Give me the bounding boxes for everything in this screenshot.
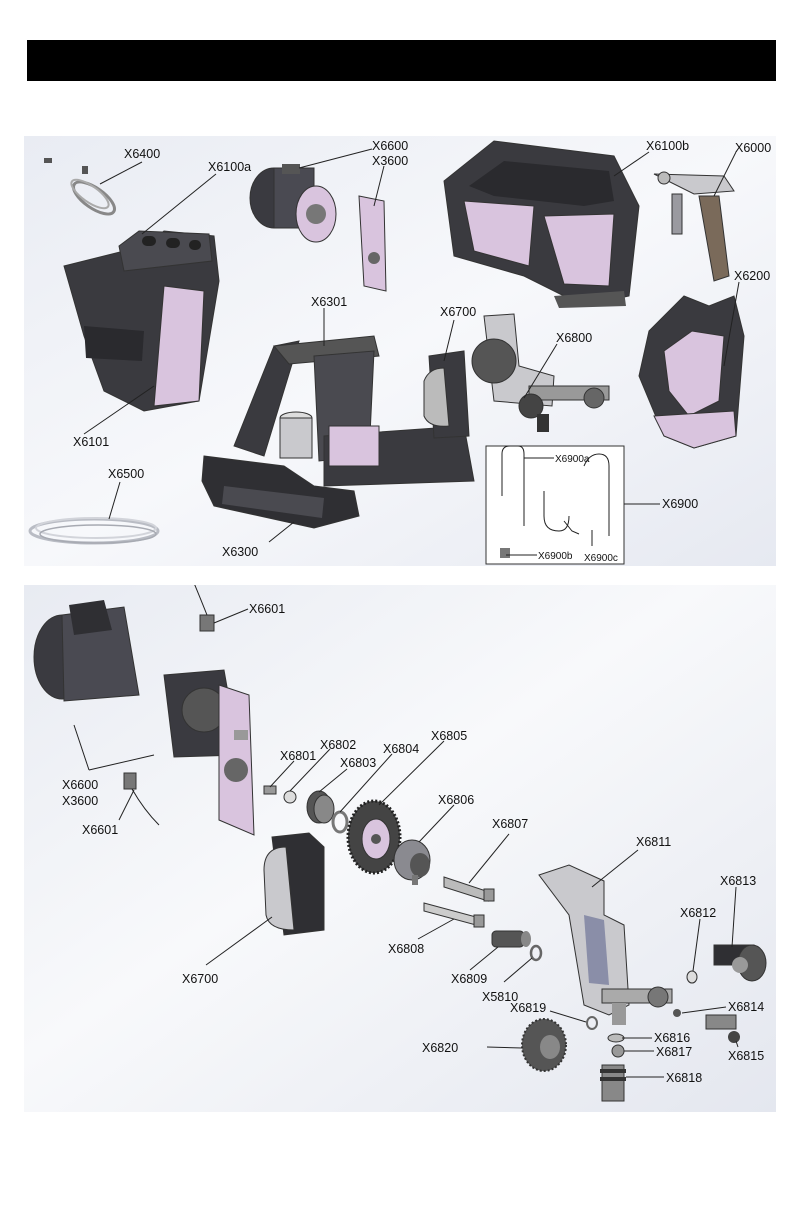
motor-bracket-part: [359, 196, 386, 291]
callout-label: X6600: [372, 139, 408, 153]
callout-label: X6817: [656, 1045, 692, 1059]
callout-label: X6806: [438, 793, 474, 807]
pump-detail-diagram: X6601 X6600 X3600 X6601 X6801 X6802 X680…: [24, 585, 776, 1112]
callout-label: X6900a: [555, 454, 590, 465]
callout-label: X6804: [383, 742, 419, 756]
callout-label: X6802: [320, 738, 356, 752]
callout-label: X6601: [249, 602, 285, 616]
callout-label: X6200: [734, 269, 770, 283]
callout-label: X6819: [510, 1001, 546, 1015]
callout-label: X6820: [422, 1041, 458, 1055]
callout-label: X6812: [680, 906, 716, 920]
gear-part: [348, 801, 400, 873]
callout-label: X6803: [340, 756, 376, 770]
callout-label: X6700: [440, 305, 476, 319]
callout-label: X6300: [222, 545, 258, 559]
callout-label: X6808: [388, 942, 424, 956]
callout-label: X6500: [108, 467, 144, 481]
callout-label: X6400: [124, 147, 160, 161]
callout-label: X6100a: [208, 160, 251, 174]
callout-label: X6900: [662, 497, 698, 511]
callout-label: X6814: [728, 1000, 764, 1014]
callout-label: X6811: [636, 835, 671, 849]
gear-cover-part: [264, 833, 324, 935]
header-bar: [27, 40, 776, 81]
callout-label: X6807: [492, 817, 528, 831]
pump-detail-diagram-panel: X6601 X6600 X3600 X6601 X6801 X6802 X680…: [24, 585, 776, 1112]
callout-label: X3600: [62, 794, 98, 808]
callout-label: X6805: [431, 729, 467, 743]
callout-label: X6600: [62, 778, 98, 792]
callout-label: X6818: [666, 1071, 702, 1085]
callout-label: X6815: [728, 1049, 764, 1063]
callout-label: X6809: [451, 972, 487, 986]
callout-label: X6801: [280, 749, 316, 763]
callout-label: X6816: [654, 1031, 690, 1045]
callout-label: X6301: [311, 295, 347, 309]
callout-label: X6900b: [538, 551, 573, 562]
callout-label: X6601: [82, 823, 118, 837]
callout-label: X6900c: [584, 553, 618, 564]
callout-label: X3600: [372, 154, 408, 168]
callout-label: X6813: [720, 874, 756, 888]
callout-label: X6101: [73, 435, 109, 449]
callout-label: X6700: [182, 972, 218, 986]
overview-diagram-panel: X6400 X6100a X6600 X3600 X6100b X6000 X6…: [24, 136, 776, 566]
callout-label: X6000: [735, 141, 771, 155]
overview-diagram: X6400 X6100a X6600 X3600 X6100b X6000 X6…: [24, 136, 776, 566]
callout-label: X6100b: [646, 139, 689, 153]
callout-label: X6800: [556, 331, 592, 345]
